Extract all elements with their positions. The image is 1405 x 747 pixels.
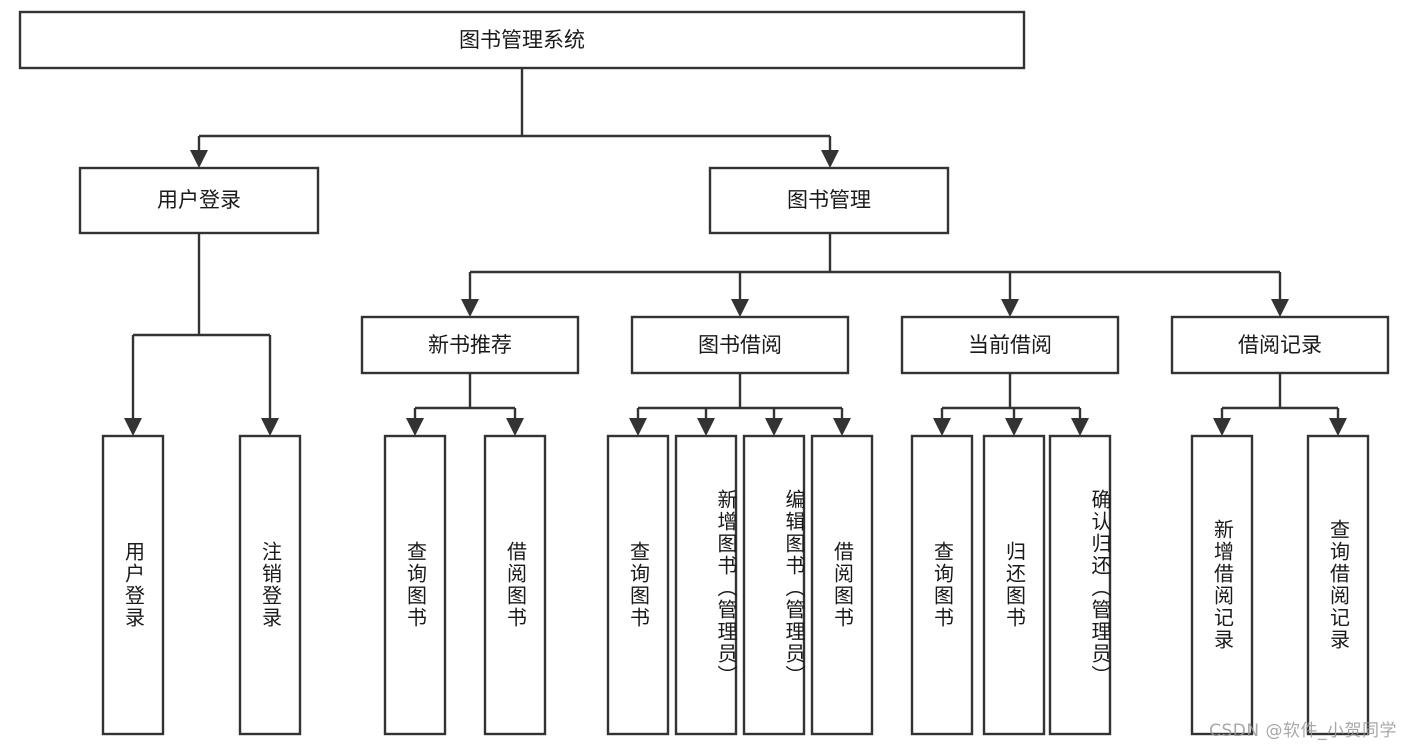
- connector-current-borrow-to-leaves: [940, 373, 1082, 420]
- connector-borrow-record-to-leaves: [1220, 373, 1340, 420]
- arrow-to-leaf-borrow-book-1: [506, 418, 524, 436]
- node-box-leaf-borrow-book-1[interactable]: [483, 434, 547, 736]
- arrow-to-leaf-add-record: [1213, 418, 1231, 436]
- node-box-current-borrow[interactable]: [900, 315, 1120, 375]
- node-label-book-borrow: 图书借阅: [698, 333, 782, 357]
- node-box-user-login[interactable]: [78, 166, 320, 235]
- node-box-root[interactable]: [18, 10, 1026, 70]
- node-box-leaf-return-book[interactable]: [982, 434, 1046, 736]
- box-layer: 图书管理系统 用户登录 图书管理 新书推荐 图书借阅 当前借阅 借阅记录: [18, 10, 1390, 736]
- arrow-to-leaf-user-logout: [261, 418, 279, 436]
- node-box-leaf-query-book-2[interactable]: [606, 434, 670, 736]
- arrow-to-new-book-recommend: [461, 299, 479, 317]
- arrow-to-book-borrow: [731, 299, 749, 317]
- connector-book-manage-to-level3: [468, 233, 1282, 301]
- arrow-to-leaf-edit-book: [765, 418, 783, 436]
- connector-book-borrow-to-leaves: [636, 373, 844, 420]
- node-box-leaf-query-record[interactable]: [1306, 434, 1370, 736]
- node-box-leaf-user-login[interactable]: [101, 434, 165, 736]
- connector-root-to-level2: [197, 68, 832, 152]
- node-box-leaf-edit-book[interactable]: [742, 434, 806, 736]
- node-label-user-login: 用户登录: [157, 188, 241, 212]
- connector-new-book-recommend-to-leaves: [413, 373, 517, 420]
- node-box-leaf-borrow-book-2[interactable]: [810, 434, 874, 736]
- arrow-to-borrow-record: [1271, 299, 1289, 317]
- arrow-to-leaf-user-login: [124, 418, 142, 436]
- node-box-leaf-query-book-1[interactable]: [383, 434, 447, 736]
- node-label-new-book-recommend: 新书推荐: [428, 333, 512, 357]
- node-label-root: 图书管理系统: [459, 28, 585, 52]
- node-box-leaf-add-book[interactable]: [674, 434, 738, 736]
- node-box-leaf-user-logout[interactable]: [238, 434, 302, 736]
- arrow-to-leaf-borrow-book-2: [833, 418, 851, 436]
- arrow-to-leaf-query-book-1: [406, 418, 424, 436]
- arrow-to-leaf-query-record: [1329, 418, 1347, 436]
- arrow-to-leaf-return-book: [1005, 418, 1023, 436]
- node-label-book-manage: 图书管理: [787, 188, 871, 212]
- arrow-to-current-borrow: [1001, 299, 1019, 317]
- node-box-book-borrow[interactable]: [630, 315, 850, 375]
- node-box-new-book-recommend[interactable]: [360, 315, 580, 375]
- node-box-leaf-add-record[interactable]: [1190, 434, 1254, 736]
- node-label-borrow-record: 借阅记录: [1238, 333, 1322, 357]
- node-box-leaf-query-book-3[interactable]: [910, 434, 974, 736]
- node-box-leaf-confirm-return[interactable]: [1048, 434, 1112, 736]
- arrow-to-book-manage: [821, 150, 839, 168]
- node-box-borrow-record[interactable]: [1170, 315, 1390, 375]
- node-label-current-borrow: 当前借阅: [968, 333, 1052, 357]
- connector-layer: [124, 68, 1347, 436]
- arrow-to-user-login: [190, 150, 208, 168]
- connector-user-login-to-leaves: [131, 233, 272, 420]
- arrow-to-leaf-confirm-return: [1071, 418, 1089, 436]
- node-box-book-manage[interactable]: [708, 166, 950, 235]
- arrow-to-leaf-query-book-3: [933, 418, 951, 436]
- arrow-to-leaf-query-book-2: [629, 418, 647, 436]
- arrow-to-leaf-add-book: [697, 418, 715, 436]
- csdn-watermark: CSDN @软件_小贺同学: [1209, 721, 1397, 741]
